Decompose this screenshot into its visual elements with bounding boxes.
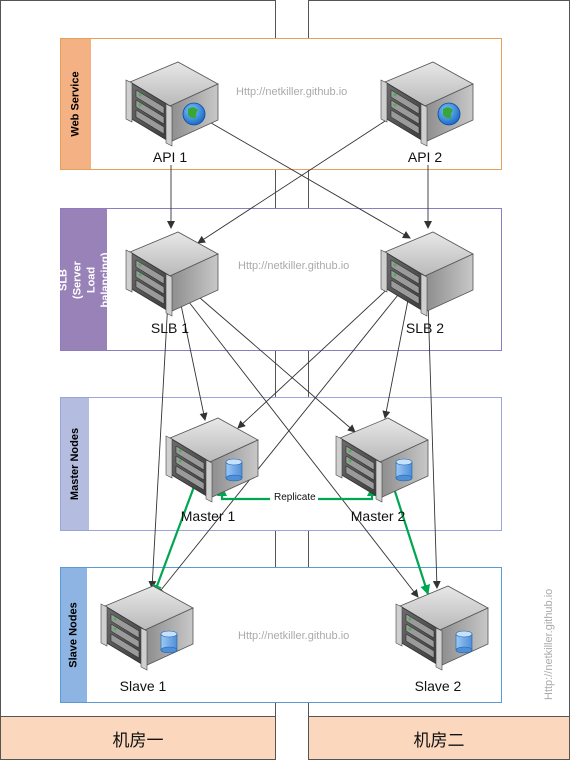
watermark-slb: Http://netkiller.github.io	[238, 260, 350, 272]
edge-slb1-slave2	[177, 287, 419, 598]
watermark-slave: Http://netkiller.github.io	[238, 630, 350, 642]
layer-web-service-header: Web Service	[61, 39, 91, 169]
edges-slb-data	[148, 281, 441, 598]
label-slave2: Slave 2	[414, 678, 462, 694]
edge-slb2-master1	[237, 281, 396, 429]
edge-slb2-master2	[382, 299, 409, 419]
label-api1: API 1	[152, 149, 188, 165]
server-slb1	[125, 231, 219, 317]
edge-slb1-master1	[179, 299, 208, 421]
database-icon	[160, 630, 178, 654]
label-slb2: SLB 2	[405, 320, 445, 336]
replicate-label: Replicate	[272, 492, 318, 503]
watermark-web: Http://netkiller.github.io	[236, 86, 348, 98]
layer-master-header: Master Nodes	[61, 398, 89, 530]
server-api1	[125, 61, 219, 147]
edge-api2-slb1	[197, 107, 406, 244]
server-api2	[380, 61, 474, 147]
server-slave2	[395, 585, 489, 671]
database-icon	[395, 458, 413, 482]
database-icon	[225, 458, 243, 482]
edges-api-slb	[167, 104, 432, 244]
layer-slb-header: SLB (Server Load balancing)	[57, 209, 111, 350]
edge-slb1-master2	[184, 284, 356, 433]
server-master2	[335, 417, 429, 503]
edge-slb2-slave2	[427, 299, 441, 589]
edge-master2-slave2	[388, 475, 431, 595]
edge-api1-slb2	[179, 104, 411, 239]
datacenter-two-label: 机房二	[309, 716, 569, 759]
label-master1: Master 1	[180, 508, 236, 524]
edge-master1-slave1	[152, 475, 200, 595]
server-master1	[165, 417, 259, 503]
label-api2: API 2	[407, 149, 443, 165]
datacenter-one-label: 机房一	[1, 716, 275, 759]
server-slave1	[100, 585, 194, 671]
label-slb1: SLB 1	[150, 320, 190, 336]
edge-slb2-slave1	[156, 289, 403, 596]
label-master2: Master 2	[350, 508, 406, 524]
server-slb2	[380, 231, 474, 317]
database-icon	[455, 630, 473, 654]
edge-slb1-slave1	[148, 299, 169, 589]
label-slave1: Slave 1	[119, 678, 167, 694]
layer-slave-header: Slave Nodes	[61, 568, 87, 702]
